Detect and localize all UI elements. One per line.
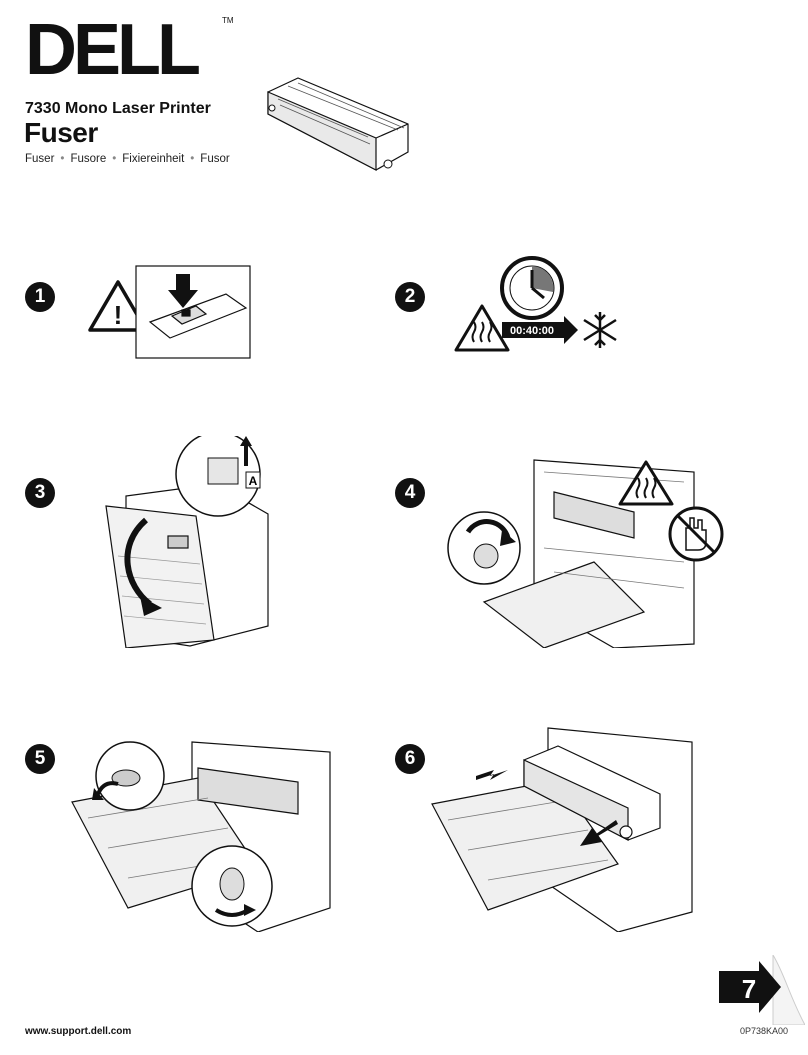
- power-switch-icon: [148, 293, 248, 339]
- step-number-badge: 2: [395, 282, 425, 312]
- timer-banner: 00:40:00: [502, 316, 578, 344]
- step-1-illustration: !: [88, 265, 251, 359]
- dell-logo: DELL: [25, 18, 203, 84]
- support-url[interactable]: www.support.dell.com: [25, 1026, 132, 1037]
- remove-fuser-icon: [523, 745, 661, 841]
- step-5-illustration: [71, 741, 331, 932]
- svg-text:DELL: DELL: [25, 18, 199, 84]
- document-code: 0P738KA00: [740, 1026, 789, 1036]
- next-page-arrow-icon[interactable]: [715, 955, 805, 1025]
- next-page-number: 7: [741, 974, 757, 1004]
- fuser-illustration: [267, 77, 409, 171]
- language-en: Fuser: [25, 153, 55, 165]
- svg-text:!: !: [114, 300, 123, 330]
- step-3-illustration: A: [105, 436, 269, 648]
- svg-text:A: A: [249, 474, 258, 488]
- screw-loosen-icon: [447, 511, 521, 585]
- language-it: Fusore: [70, 153, 107, 165]
- hot-surface-icon: [454, 304, 510, 352]
- step-number-badge: 1: [25, 282, 55, 312]
- language-list: Fuser•Fusore•Fixiereinheit•Fusor: [25, 153, 230, 165]
- lever-icon: [92, 741, 165, 811]
- do-not-touch-icon: [668, 506, 724, 562]
- step-number-badge: 3: [25, 478, 55, 508]
- step-number-badge: 6: [395, 744, 425, 774]
- step-number-badge: 4: [395, 478, 425, 508]
- step-number-badge: 5: [25, 744, 55, 774]
- product-line: 7330 Mono Laser Printer: [25, 100, 211, 117]
- step-4-illustration: [447, 459, 724, 648]
- step-6-illustration: [431, 727, 693, 932]
- page-title: Fuser: [24, 117, 98, 148]
- language-es: Fusor: [200, 153, 230, 165]
- step-2-illustration: 00:40:00: [454, 256, 617, 352]
- language-de: Fixiereinheit: [122, 153, 185, 165]
- cool-down-icon: [583, 312, 617, 348]
- clock-icon: [500, 256, 564, 320]
- trademark: TM: [222, 16, 234, 25]
- screw-loosen-icon: [191, 845, 273, 927]
- warning-icon: !: [88, 280, 148, 332]
- svg-text:00:40:00: 00:40:00: [510, 325, 554, 337]
- hot-surface-icon: [618, 460, 674, 506]
